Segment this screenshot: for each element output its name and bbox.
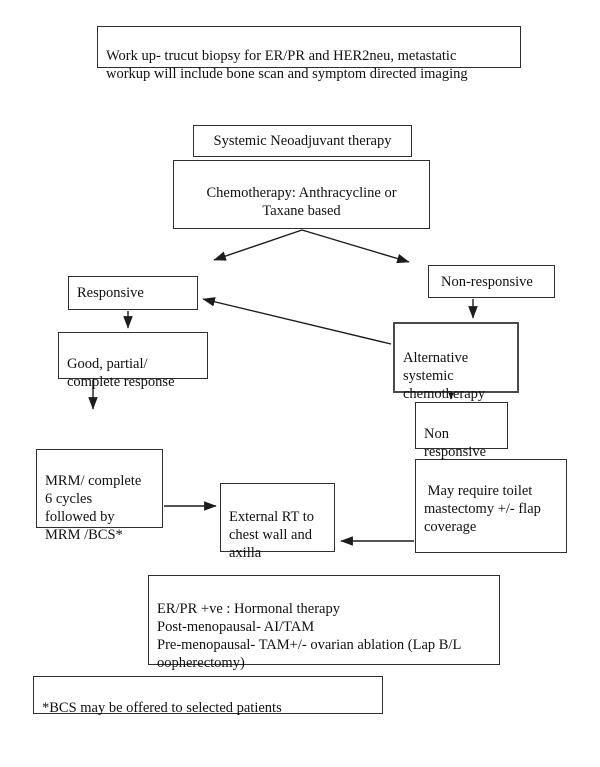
node-hormonal-label: ER/PR +ve : Hormonal therapy Post-menopa… <box>157 601 462 671</box>
node-toilet-mastectomy: May require toilet mastectomy +/- flap c… <box>415 459 567 553</box>
node-good-response-label: Good, partial/ complete response <box>67 356 175 390</box>
node-workup: Work up- trucut biopsy for ER/PR and HER… <box>97 26 521 82</box>
arrow-chemo-to-responsive <box>213 229 303 261</box>
node-systemic-neoadjuvant-therapy: Systemic Neoadjuvant therapy <box>193 125 412 157</box>
node-workup-label: Work up- trucut biopsy for ER/PR and HER… <box>106 48 468 82</box>
node-good-partial-complete-response: Good, partial/ complete response <box>58 332 208 390</box>
node-responsive-label: Responsive <box>77 285 144 301</box>
arrow-alt-chemo-to-responsive <box>202 297 392 345</box>
node-systemic-label: Systemic Neoadjuvant therapy <box>213 133 392 149</box>
node-mrm-label: MRM/ complete 6 cycles followed by MRM /… <box>45 473 142 543</box>
node-alternative-systemic-chemotherapy: Alternative systemic chemotherapy <box>393 322 519 402</box>
node-external-rt: External RT to chest wall and axilla <box>220 483 335 561</box>
node-mrm-complete-6-cycles: MRM/ complete 6 cycles followed by MRM /… <box>36 449 163 543</box>
node-bcs-footnote: *BCS may be offered to selected patients <box>33 676 383 716</box>
node-chemotherapy-label: Chemotherapy: Anthracycline or Taxane ba… <box>206 185 397 219</box>
node-non-responsive-label: Non-responsive <box>441 273 533 290</box>
node-toilet-mastectomy-label: May require toilet mastectomy +/- flap c… <box>424 483 541 535</box>
node-external-rt-label: External RT to chest wall and axilla <box>229 509 315 561</box>
node-responsive: Responsive <box>68 276 198 310</box>
node-non-responsive: Non-responsive <box>428 265 555 298</box>
node-footnote-label: *BCS may be offered to selected patients <box>42 700 282 716</box>
node-non-responsive-2-label: Non responsive <box>424 426 487 460</box>
arrow-chemo-to-non-responsive <box>301 229 410 264</box>
node-alt-chemo-label: Alternative systemic chemotherapy <box>403 350 486 402</box>
node-hormonal-therapy: ER/PR +ve : Hormonal therapy Post-menopa… <box>148 575 500 671</box>
node-chemotherapy: Chemotherapy: Anthracycline or Taxane ba… <box>173 160 430 229</box>
node-non-responsive-2: Non responsive <box>415 402 508 460</box>
